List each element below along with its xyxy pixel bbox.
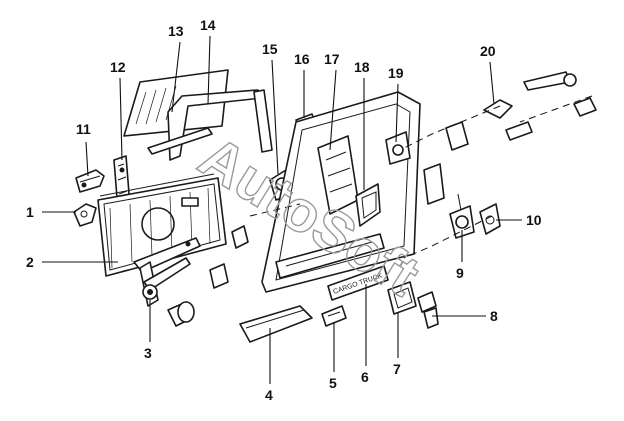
callout-12: 12 xyxy=(110,59,126,75)
part-11-bracket xyxy=(75,169,105,193)
callout-17: 17 xyxy=(324,51,340,67)
callout-10: 10 xyxy=(526,212,542,228)
part-clip-a xyxy=(231,225,249,249)
callout-11: 11 xyxy=(76,121,91,137)
part-10-latch xyxy=(479,203,501,235)
part-8-key xyxy=(417,291,439,329)
callout-19: 19 xyxy=(388,65,404,81)
callout-15: 15 xyxy=(262,41,278,57)
part-clip-b xyxy=(209,263,229,289)
leader-lines xyxy=(42,35,522,384)
callout-2: 2 xyxy=(26,254,34,270)
part-14-run-channel xyxy=(147,89,273,161)
callout-13: 13 xyxy=(168,23,184,39)
part-winder-knob xyxy=(167,301,195,327)
part-19-bracket xyxy=(385,131,411,165)
part-18-lock-assembly xyxy=(355,183,381,227)
part-escutcheon xyxy=(423,121,469,205)
part-5-switch xyxy=(321,305,347,327)
callout-labels: 1 2 3 4 5 6 7 8 9 10 11 12 13 14 15 16 1… xyxy=(26,17,542,403)
part-9-lock-cylinder xyxy=(449,193,475,239)
callout-20: 20 xyxy=(480,43,496,59)
callout-18: 18 xyxy=(354,59,370,75)
part-2-inner-panel xyxy=(97,173,227,277)
part-4-trim xyxy=(239,305,313,343)
callout-6: 6 xyxy=(361,369,369,385)
callout-8: 8 xyxy=(490,308,498,324)
assembly-lines xyxy=(249,95,593,259)
callout-1: 1 xyxy=(26,204,34,220)
part-3-window-regulator xyxy=(133,237,201,307)
callout-14: 14 xyxy=(200,17,216,33)
callout-3: 3 xyxy=(144,345,152,361)
callout-5: 5 xyxy=(329,375,337,391)
part-7-handle-base xyxy=(387,281,417,315)
callout-9: 9 xyxy=(456,265,464,281)
callout-7: 7 xyxy=(393,361,401,377)
part-20-exterior-handle xyxy=(483,71,597,141)
callout-16: 16 xyxy=(294,51,310,67)
part-1-clip xyxy=(73,203,97,227)
callout-4: 4 xyxy=(265,387,273,403)
